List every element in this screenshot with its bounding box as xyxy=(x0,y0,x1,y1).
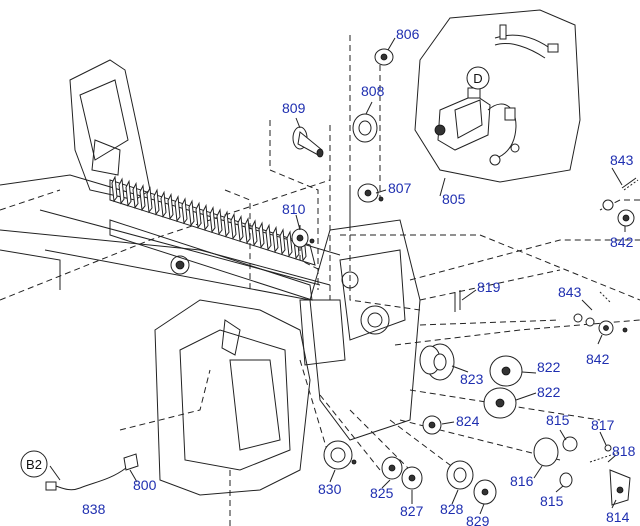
callout-815-lower: 815 xyxy=(540,493,564,509)
rib-tooth xyxy=(153,188,160,216)
part-823-gear-cluster xyxy=(419,343,455,381)
part-843-spring-lower xyxy=(573,291,628,336)
rib-teeth xyxy=(111,175,307,262)
callout-824: 824 xyxy=(456,413,480,429)
callout-817: 817 xyxy=(591,417,615,433)
rib-tooth xyxy=(230,212,237,240)
callout-842-lower: 842 xyxy=(586,351,610,367)
rib-tooth xyxy=(237,214,244,242)
part-806-bushing xyxy=(374,48,394,66)
part-807-pulley xyxy=(357,183,384,203)
callout-842-upper: 842 xyxy=(610,234,634,250)
rib-tooth xyxy=(188,199,195,227)
rib-tooth xyxy=(174,195,181,223)
rib-tooth xyxy=(223,210,230,238)
part-817-818-shaft xyxy=(589,444,631,506)
callout-805: 805 xyxy=(442,191,466,207)
rib-tooth xyxy=(244,217,251,245)
part-824-pulley xyxy=(422,415,442,435)
rib-tooth xyxy=(111,175,118,203)
part-830-gear xyxy=(323,440,357,470)
callout-818: 818 xyxy=(612,443,636,459)
callout-labels: 806 808 809 807 810 805 843 842 819 843 … xyxy=(82,26,636,526)
rib-tooth xyxy=(160,190,167,218)
callout-838: 838 xyxy=(82,501,106,517)
part-822-gears xyxy=(483,355,523,419)
callout-810: 810 xyxy=(282,201,306,217)
callout-822-lower: 822 xyxy=(537,384,561,400)
part-828-829-gears xyxy=(446,460,497,505)
callout-828: 828 xyxy=(440,501,464,517)
rib-tooth xyxy=(279,228,286,256)
part-815-816-rollers xyxy=(533,436,578,488)
ref-marker-b2: B2 xyxy=(20,450,48,478)
part-808-gear xyxy=(352,113,378,143)
callout-819: 819 xyxy=(477,279,501,295)
rib-tooth xyxy=(118,177,125,205)
chassis-frame xyxy=(0,59,421,496)
part-825-827-gears xyxy=(381,456,423,490)
callout-843-lower: 843 xyxy=(558,284,582,300)
ref-b2-label: B2 xyxy=(26,457,42,472)
leader-lines xyxy=(49,37,626,515)
part-800-838-sensor-cable xyxy=(45,453,139,491)
rib-tooth xyxy=(209,206,216,234)
callout-800: 800 xyxy=(133,477,157,493)
ref-d-label: D xyxy=(473,71,482,86)
part-843-spring-upper xyxy=(602,177,639,227)
paper-guide-ribs xyxy=(109,179,316,301)
callout-823: 823 xyxy=(460,371,484,387)
part-809-shaft xyxy=(292,126,324,158)
rib-tooth xyxy=(132,181,139,209)
rib-tooth xyxy=(146,186,153,214)
rib-tooth xyxy=(167,192,174,220)
callout-808: 808 xyxy=(361,83,385,99)
part-819-plate xyxy=(454,290,461,312)
callout-816: 816 xyxy=(510,473,534,489)
callout-809: 809 xyxy=(282,100,306,116)
callout-814: 814 xyxy=(606,509,630,525)
rib-tooth xyxy=(265,223,272,251)
rib-tooth xyxy=(286,230,293,258)
rib-tooth xyxy=(258,221,265,249)
callout-829: 829 xyxy=(466,513,490,526)
callout-807: 807 xyxy=(388,180,412,196)
rib-tooth xyxy=(195,201,202,229)
rib-tooth xyxy=(202,203,209,231)
rib-tooth xyxy=(139,184,146,212)
rib-tooth xyxy=(181,197,188,225)
rib-tooth xyxy=(125,179,132,207)
callout-822-upper: 822 xyxy=(537,359,561,375)
callout-830: 830 xyxy=(318,481,342,497)
rib-tooth xyxy=(272,225,279,253)
callout-815-upper: 815 xyxy=(546,412,570,428)
assembly-805 xyxy=(414,9,581,183)
rib-tooth xyxy=(251,219,258,247)
ref-marker-d: D xyxy=(466,66,490,90)
callout-827: 827 xyxy=(400,503,424,519)
rib-tooth xyxy=(216,208,223,236)
callout-843-upper: 843 xyxy=(610,152,634,168)
callout-825: 825 xyxy=(370,485,394,501)
part-810-bushing xyxy=(291,228,315,248)
callout-806: 806 xyxy=(396,26,420,42)
